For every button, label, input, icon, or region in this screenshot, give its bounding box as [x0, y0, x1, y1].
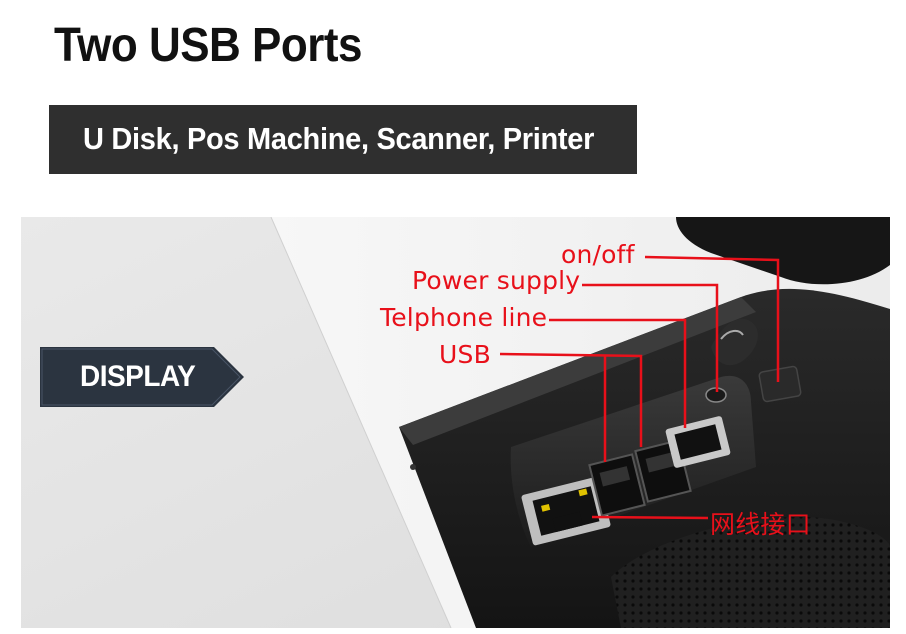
- use-case-text: U Disk, Pos Machine, Scanner, Printer: [83, 123, 595, 157]
- callout-network-port: 网线接口: [710, 510, 811, 539]
- callout-on-off: on/off: [561, 240, 635, 269]
- power-jack: [705, 387, 727, 403]
- callout-usb: USB: [439, 340, 491, 369]
- ethernet-port: [521, 476, 611, 546]
- display-tag-shape: [40, 347, 244, 407]
- callout-power-supply: Power supply: [412, 266, 581, 295]
- display-tag: DISPLAY: [40, 347, 244, 407]
- power-button: [758, 365, 802, 403]
- display-tag-label: DISPLAY: [80, 360, 196, 393]
- telephone-port: [665, 416, 731, 468]
- page-title: Two USB Ports: [54, 18, 363, 72]
- callout-telephone-line: Telphone line: [380, 303, 548, 332]
- use-case-banner: U Disk, Pos Machine, Scanner, Printer: [49, 105, 637, 174]
